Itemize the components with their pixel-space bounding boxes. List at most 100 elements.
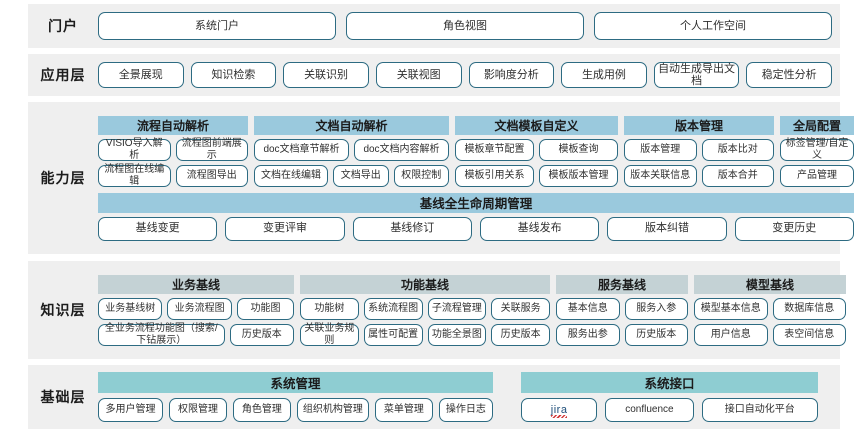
cap-visio-import-parse[interactable]: VISIO导入解析: [98, 138, 171, 161]
cap-version-relation-info[interactable]: 版本关联信息: [624, 164, 697, 187]
kn-service-output-param[interactable]: 服务出参: [556, 323, 620, 346]
group-row: 用户信息 表空间信息: [694, 323, 846, 346]
cap-version-management[interactable]: 版本管理: [624, 138, 697, 161]
jira-label: jira: [550, 403, 568, 419]
layer-band-application: 应用层 全景展现 知识检索 关联识别 关联视图 影响度分析 生成用例 自动生成导…: [28, 54, 840, 96]
group-header-model-baseline: 模型基线: [694, 274, 846, 294]
group-row: 关联业务规则 属性可配置 功能全景图 历史版本: [300, 323, 550, 346]
cap-doc-chapter-parse[interactable]: doc文档章节解析: [254, 138, 349, 161]
baseline-change-history[interactable]: 变更历史: [734, 216, 854, 241]
fd-multi-user-mgmt[interactable]: 多用户管理: [98, 398, 163, 422]
capability-group-process-parse: 流程自动解析 VISIO导入解析 流程图前端展示 流程图在线编辑 流程图导出: [98, 115, 248, 187]
group-header-business-baseline: 业务基线: [98, 274, 294, 294]
cap-doc-content-parse[interactable]: doc文档内容解析: [354, 138, 449, 161]
kn-user-info[interactable]: 用户信息: [694, 323, 768, 346]
kn-basic-info[interactable]: 基本信息: [556, 297, 620, 320]
layer-label-application: 应用层: [40, 67, 86, 83]
kn-history-version-business[interactable]: 历史版本: [229, 323, 294, 346]
group-header-system-mgmt: 系统管理: [98, 372, 493, 393]
layer-band-capability: 能力层 流程自动解析 VISIO导入解析 流程图前端展示 流程图在线编辑 流程图…: [28, 102, 854, 254]
cap-doc-export[interactable]: 文档导出: [332, 164, 389, 187]
baseline-change[interactable]: 基线变更: [98, 216, 218, 241]
group-header-version-mgmt: 版本管理: [624, 115, 774, 135]
baseline-version-correction[interactable]: 版本纠错: [607, 216, 727, 241]
group-row: 模型基本信息 数据库信息: [694, 297, 846, 320]
capability-groups: 流程自动解析 VISIO导入解析 流程图前端展示 流程图在线编辑 流程图导出 文…: [98, 115, 854, 187]
knowledge-group-business-baseline: 业务基线 业务基线树 业务流程图 功能图 全业务流程功能图（搜索/下钻展示） 历…: [98, 274, 294, 346]
fd-org-structure-mgmt[interactable]: 组织机构管理: [296, 398, 369, 422]
kn-function-tree[interactable]: 功能树: [300, 297, 359, 320]
app-item-stability-analysis[interactable]: 稳定性分析: [746, 62, 832, 88]
kn-related-service[interactable]: 关联服务: [491, 297, 550, 320]
layer-label-foundation: 基础层: [40, 389, 86, 405]
cap-flowchart-frontend-display[interactable]: 流程图前端展示: [175, 138, 248, 161]
kn-history-version-function[interactable]: 历史版本: [491, 323, 550, 346]
application-item-row: 全景展现 知识检索 关联识别 关联视图 影响度分析 生成用例 自动生成导出文档 …: [98, 62, 832, 88]
capability-baseline-lifecycle: 基线全生命周期管理 基线变更 变更评审 基线修订 基线发布 版本纠错 变更历史: [98, 192, 854, 241]
kn-history-version-service[interactable]: 历史版本: [624, 323, 688, 346]
fd-operation-log[interactable]: 操作日志: [438, 398, 493, 422]
capability-group-doc-template: 文档模板自定义 模板章节配置 模板查询 模板引用关系 模板版本管理: [455, 115, 618, 187]
kn-business-flowchart[interactable]: 业务流程图: [167, 297, 232, 320]
cap-product-mgmt[interactable]: 产品管理: [780, 164, 854, 187]
foundation-col-system-mgmt: 系统管理 多用户管理 权限管理 角色管理 组织机构管理 菜单管理 操作日志: [98, 372, 493, 422]
fd-confluence-link[interactable]: confluence: [605, 398, 694, 422]
cap-tag-mgmt-custom[interactable]: 标签管理/自定义: [780, 138, 854, 161]
app-item-generate-usecase[interactable]: 生成用例: [561, 62, 647, 88]
kn-full-business-flow-function-diagram[interactable]: 全业务流程功能图（搜索/下钻展示）: [98, 323, 225, 346]
cap-doc-online-edit[interactable]: 文档在线编辑: [254, 164, 328, 187]
baseline-release[interactable]: 基线发布: [479, 216, 600, 241]
kn-business-baseline-tree[interactable]: 业务基线树: [98, 297, 163, 320]
kn-function-diagram[interactable]: 功能图: [236, 297, 294, 320]
layer-label-knowledge: 知识层: [40, 302, 86, 318]
kn-related-business-rule[interactable]: 关联业务规则: [300, 323, 359, 346]
kn-tablespace-info[interactable]: 表空间信息: [772, 323, 846, 346]
baseline-revision[interactable]: 基线修订: [352, 216, 472, 241]
portal-item-role-view[interactable]: 角色视图: [346, 12, 584, 40]
layer-label-portal: 门户: [48, 18, 78, 34]
group-row: 服务出参 历史版本: [556, 323, 688, 346]
baseline-change-review[interactable]: 变更评审: [225, 216, 345, 241]
app-item-knowledge-search[interactable]: 知识检索: [190, 62, 277, 88]
cap-template-chapter-config[interactable]: 模板章节配置: [455, 138, 534, 161]
fd-menu-mgmt[interactable]: 菜单管理: [374, 398, 433, 422]
group-row: 多用户管理 权限管理 角色管理 组织机构管理 菜单管理 操作日志: [98, 398, 493, 422]
fd-jira-link[interactable]: jira: [521, 398, 598, 422]
app-item-auto-export-doc[interactable]: 自动生成导出文档: [653, 62, 740, 88]
capability-group-global-config: 全局配置 标签管理/自定义 产品管理: [780, 115, 854, 187]
cap-template-version-mgmt[interactable]: 模板版本管理: [539, 164, 618, 187]
group-row: 功能树 系统流程图 子流程管理 关联服务: [300, 297, 550, 320]
group-header-process-parse: 流程自动解析: [98, 115, 248, 135]
capability-group-doc-parse: 文档自动解析 doc文档章节解析 doc文档内容解析 文档在线编辑 文档导出 权…: [254, 115, 450, 187]
fd-interface-automation-platform[interactable]: 接口自动化平台: [701, 398, 818, 422]
fd-role-mgmt[interactable]: 角色管理: [232, 398, 291, 422]
kn-system-flowchart[interactable]: 系统流程图: [363, 297, 423, 320]
app-item-relation-identify[interactable]: 关联识别: [283, 62, 369, 88]
cap-template-query[interactable]: 模板查询: [539, 138, 618, 161]
kn-model-basic-info[interactable]: 模型基本信息: [694, 297, 768, 320]
kn-function-panorama[interactable]: 功能全景图: [427, 323, 487, 346]
app-item-impact-analysis[interactable]: 影响度分析: [468, 62, 555, 88]
cap-version-merge[interactable]: 版本合并: [701, 164, 774, 187]
capability-group-version-mgmt: 版本管理 版本管理 版本比对 版本关联信息 版本合并: [624, 115, 774, 187]
app-item-relation-view[interactable]: 关联视图: [375, 62, 462, 88]
cap-version-compare[interactable]: 版本比对: [701, 138, 774, 161]
cap-permission-control[interactable]: 权限控制: [393, 164, 450, 187]
layer-band-knowledge: 知识层 业务基线 业务基线树 业务流程图 功能图 全业务流程功能图（搜索/下钻展…: [28, 261, 846, 359]
fd-permission-mgmt[interactable]: 权限管理: [169, 398, 227, 422]
kn-attribute-configurable[interactable]: 属性可配置: [363, 323, 423, 346]
portal-item-personal-workspace[interactable]: 个人工作空间: [594, 12, 832, 40]
kn-database-info[interactable]: 数据库信息: [772, 297, 846, 320]
app-item-panorama[interactable]: 全景展现: [98, 62, 184, 88]
portal-item-system-portal[interactable]: 系统门户: [98, 12, 336, 40]
kn-subprocess-mgmt[interactable]: 子流程管理: [427, 297, 487, 320]
knowledge-group-model-baseline: 模型基线 模型基本信息 数据库信息 用户信息 表空间信息: [694, 274, 846, 346]
group-row: doc文档章节解析 doc文档内容解析: [254, 138, 449, 161]
cap-flowchart-online-edit[interactable]: 流程图在线编辑: [98, 164, 171, 187]
cap-template-reference-relation[interactable]: 模板引用关系: [455, 164, 534, 187]
cap-flowchart-export[interactable]: 流程图导出: [175, 164, 248, 187]
kn-service-input-param[interactable]: 服务入参: [624, 297, 688, 320]
group-header-global-config: 全局配置: [780, 115, 854, 135]
group-row: 基本信息 服务入参: [556, 297, 688, 320]
baseline-item-row: 基线变更 变更评审 基线修订 基线发布 版本纠错 变更历史: [98, 216, 854, 241]
